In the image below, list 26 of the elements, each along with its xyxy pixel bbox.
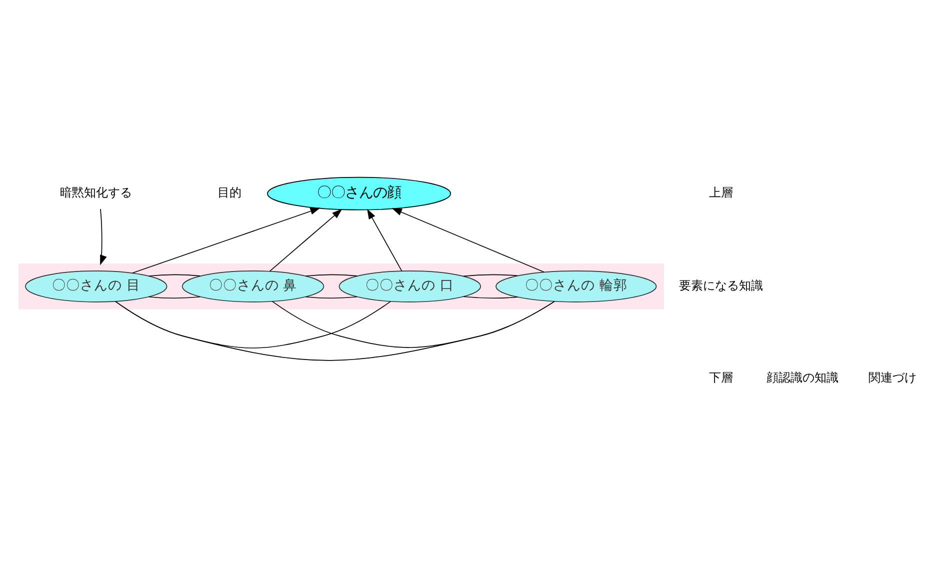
node-ellipse: 〇〇さんの 輪郭 xyxy=(496,270,657,302)
connector xyxy=(305,274,358,276)
connector xyxy=(305,296,358,299)
arrow xyxy=(100,208,107,266)
connector xyxy=(148,274,201,276)
node-ellipse: 〇〇さんの 目 xyxy=(24,270,168,302)
cluster xyxy=(18,264,664,310)
connector xyxy=(148,296,201,299)
label: 関連づけ xyxy=(868,370,916,384)
connector xyxy=(272,301,555,348)
node-ellipse: 〇〇さんの 鼻 xyxy=(182,270,324,302)
connector xyxy=(463,274,518,277)
label: 下層 xyxy=(709,370,734,384)
arrow xyxy=(269,208,342,272)
label: 要素になる知識 xyxy=(679,278,764,293)
node-label: 目的 xyxy=(217,186,242,200)
node-ellipse: 〇〇さんの 口 xyxy=(338,270,482,302)
connector xyxy=(463,296,518,299)
node-text: 暗黙知化する xyxy=(60,186,132,200)
node-ellipse: 〇〇さんの顔 xyxy=(267,176,452,210)
label: 顔認識の知識 xyxy=(766,370,839,384)
connector xyxy=(115,301,555,361)
arrow xyxy=(392,208,544,272)
arrow xyxy=(132,208,320,274)
arrow xyxy=(367,208,402,272)
label: 上層 xyxy=(709,186,734,200)
